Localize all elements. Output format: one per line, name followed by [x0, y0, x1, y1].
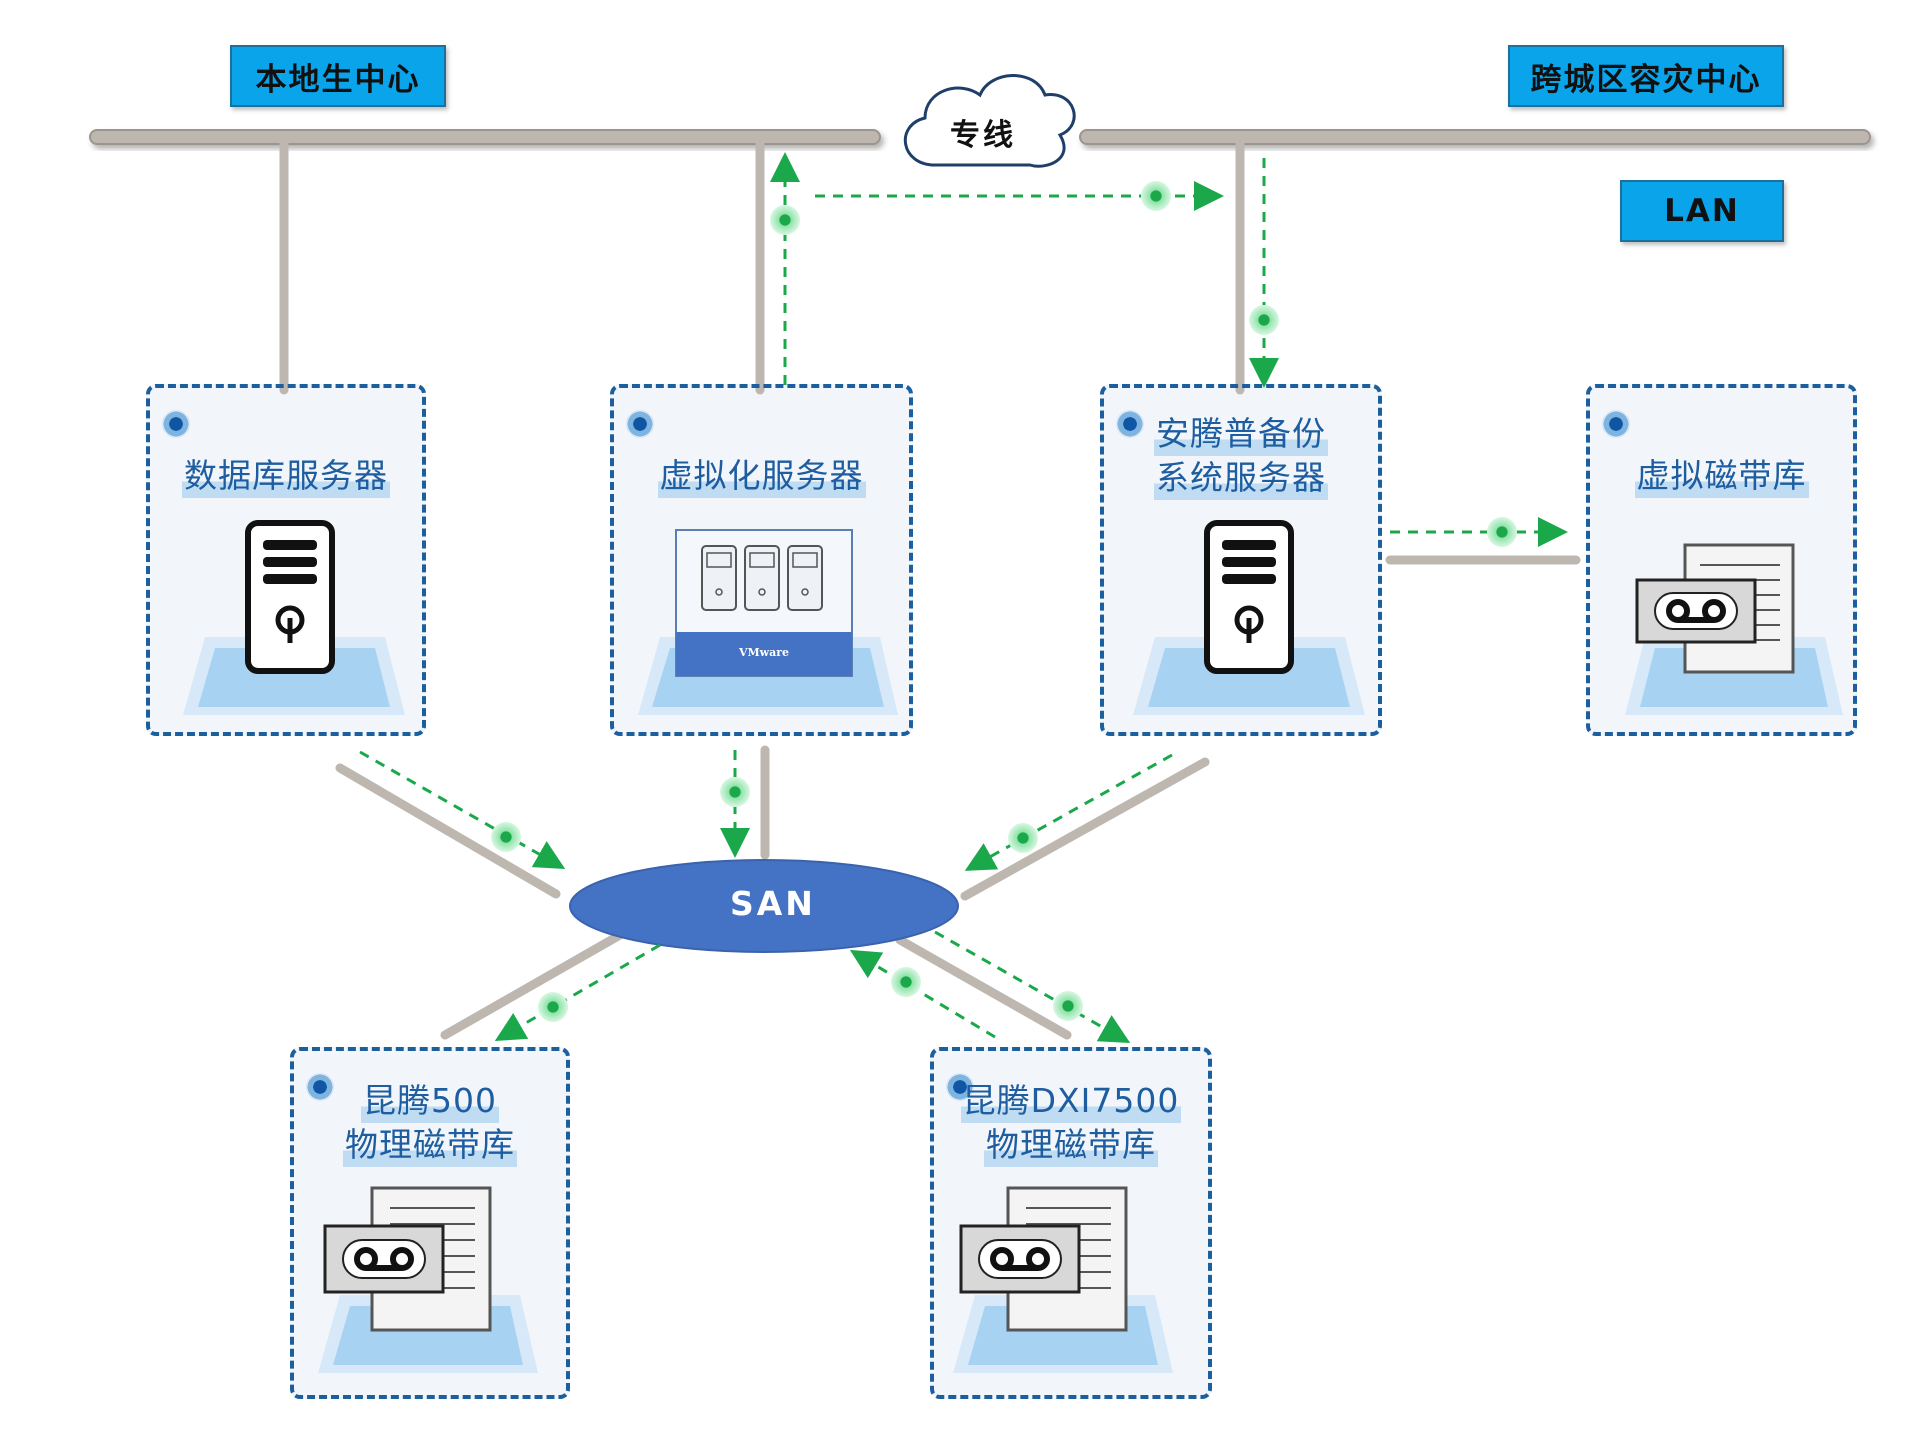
- node-virt-server: 虚拟化服务器 VMware: [610, 384, 913, 736]
- backup-server-graphic: [1133, 520, 1365, 715]
- tape500-title-line2: 物理磁带库: [343, 1123, 517, 1167]
- node-db-server: 数据库服务器: [146, 384, 426, 736]
- tape500-graphic: [318, 1186, 538, 1373]
- private-line-cloud: [903, 74, 1076, 168]
- virt-server-graphic: [638, 529, 898, 715]
- data-flow-arrows: [359, 152, 1568, 1043]
- tape500-title-line1: 昆腾500: [361, 1079, 499, 1123]
- san-label: SAN: [730, 884, 816, 923]
- lan-backbone-local: [89, 129, 881, 145]
- lan-label: LAN: [1620, 180, 1784, 242]
- dxi7500-title-line1: 昆腾DXI7500: [960, 1079, 1182, 1123]
- lan-backbone-remote: [1079, 129, 1871, 145]
- node-tape500: 昆腾500 物理磁带库: [290, 1047, 570, 1399]
- flow-markers: [491, 181, 1517, 1022]
- db-server-graphic: [183, 520, 405, 715]
- san-hub: [569, 859, 959, 953]
- vmware-badge: VMware: [738, 646, 790, 659]
- virtual-tape-graphic: [1625, 543, 1843, 715]
- virt-server-title: 虚拟化服务器: [657, 454, 866, 498]
- lan-drop-cables: [279, 139, 1581, 565]
- node-indicator-icon: [1116, 410, 1144, 438]
- node-indicator-icon: [626, 410, 654, 438]
- node-dxi7500: 昆腾DXI7500 物理磁带库: [930, 1047, 1212, 1399]
- node-virtual-tape: 虚拟磁带库: [1586, 384, 1857, 736]
- virtual-tape-title: 虚拟磁带库: [1634, 454, 1809, 498]
- remote-center-label: 跨城区容灾中心: [1508, 45, 1784, 107]
- backup-server-title-line1: 安腾普备份: [1154, 412, 1328, 456]
- dxi7500-graphic: [953, 1186, 1173, 1373]
- node-indicator-icon: [1602, 410, 1630, 438]
- backup-server-title-line2: 系统服务器: [1154, 456, 1328, 500]
- db-server-title: 数据库服务器: [182, 454, 390, 498]
- private-line-label: 专线: [950, 118, 1016, 153]
- local-center-label: 本地生中心: [230, 45, 446, 107]
- dxi7500-title-line2: 物理磁带库: [984, 1123, 1158, 1167]
- san-links: [335, 745, 1210, 1040]
- node-backup-server: 安腾普备份 系统服务器: [1100, 384, 1382, 736]
- node-indicator-icon: [162, 410, 190, 438]
- node-indicator-icon: [306, 1073, 334, 1101]
